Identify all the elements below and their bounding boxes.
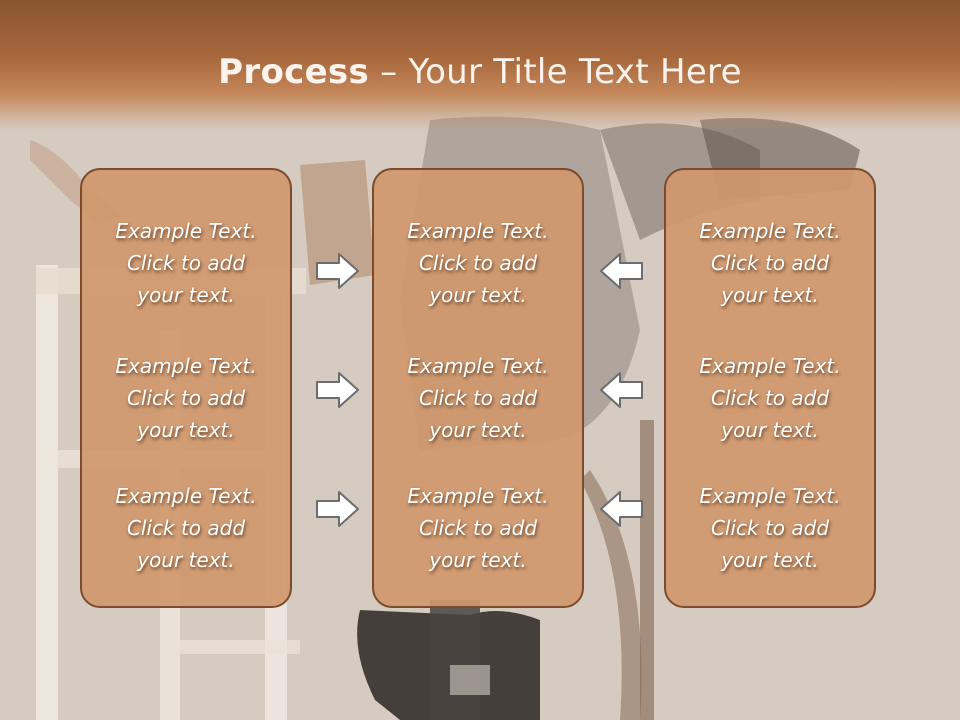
box-text[interactable]: Example Text. Click to add your text.	[699, 484, 841, 572]
arrow-right-icon	[316, 491, 359, 527]
title-bold: Process	[218, 52, 370, 92]
arrow-right-icon	[316, 372, 359, 408]
process-box-left[interactable]: Example Text. Click to add your text. Ex…	[80, 168, 292, 608]
box-text[interactable]: Example Text. Click to add your text.	[115, 219, 257, 307]
box-text[interactable]: Example Text. Click to add your text.	[407, 354, 549, 442]
process-box-right[interactable]: Example Text. Click to add your text. Ex…	[664, 168, 876, 608]
arrow-left-icon	[600, 253, 643, 289]
arrow-left-icon	[600, 372, 643, 408]
box-text[interactable]: Example Text. Click to add your text.	[699, 219, 841, 307]
box-text[interactable]: Example Text. Click to add your text.	[407, 219, 549, 307]
box-text[interactable]: Example Text. Click to add your text.	[407, 484, 549, 572]
arrow-right-icon	[316, 253, 359, 289]
slide-title[interactable]: Process – Your Title Text Here	[0, 52, 960, 92]
box-text[interactable]: Example Text. Click to add your text.	[115, 354, 257, 442]
box-text[interactable]: Example Text. Click to add your text.	[699, 354, 841, 442]
title-rest: – Your Title Text Here	[369, 52, 742, 92]
arrow-left-icon	[600, 491, 643, 527]
process-box-center[interactable]: Example Text. Click to add your text. Ex…	[372, 168, 584, 608]
title-band	[0, 0, 960, 130]
box-text[interactable]: Example Text. Click to add your text.	[115, 484, 257, 572]
